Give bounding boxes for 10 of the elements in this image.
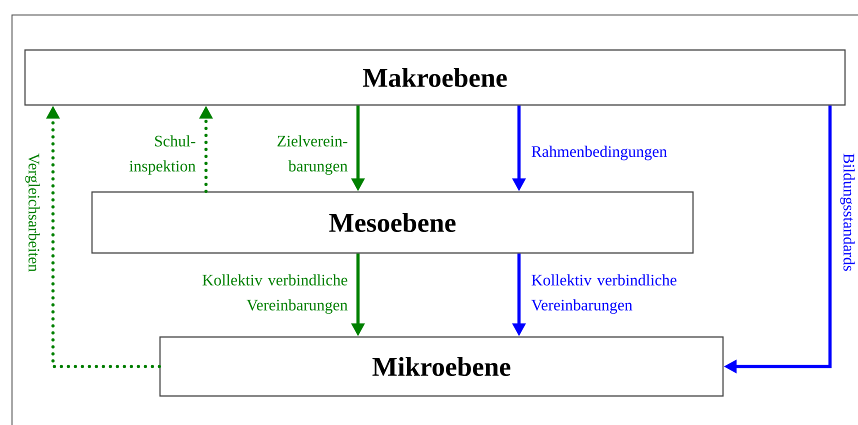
edge-label: Zielverein- barungen [278,135,348,175]
edge-label: Vergleichsarbeiten [25,153,40,272]
level-box: Mikroebene [159,336,724,397]
level-box: Makroebene [24,49,846,106]
edge-label: Kollektiv verbindliche Vereinbarungen [202,274,348,314]
edge-label: Bildungsstandards [840,154,855,271]
edge-label: Kollektiv verbindliche Vereinbarungen [531,274,676,314]
edge-label: Rahmenbedingungen [532,146,667,160]
edge-label: Schul- inspektion [129,135,196,175]
level-box: Mesoebene [91,191,694,254]
